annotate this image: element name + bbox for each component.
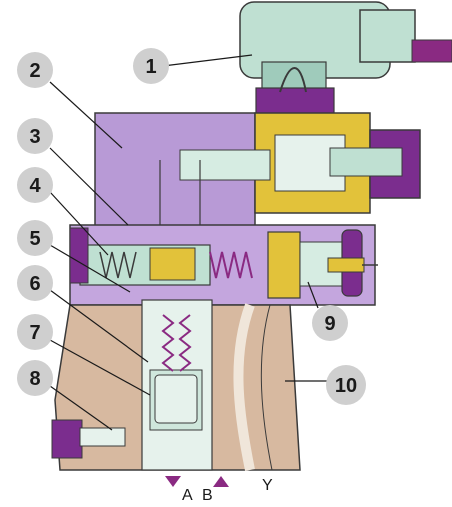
leader-lines <box>49 54 330 431</box>
callout-9-label: 9 <box>324 313 335 335</box>
port-y-label: Y <box>262 477 273 494</box>
callout-7: 7 <box>17 314 53 350</box>
callout-5-label: 5 <box>29 228 40 250</box>
callout-8-label: 8 <box>29 368 40 390</box>
callout-2-label: 2 <box>29 60 40 82</box>
main-valve-body <box>51 299 301 471</box>
pilot-channel <box>159 160 201 225</box>
port-b-label: B <box>202 487 213 504</box>
callout-6-label: 6 <box>29 273 40 295</box>
pilot-cartridge <box>69 227 253 286</box>
port-triangle-icon <box>165 476 229 487</box>
callout-6: 6 <box>17 265 53 301</box>
callout-1-label: 1 <box>145 56 156 78</box>
callout-8: 8 <box>17 360 53 396</box>
callout-1: 1 <box>133 48 169 84</box>
port-a-label: A <box>182 487 193 504</box>
pressure-adjust-knob-icon <box>267 229 378 299</box>
callout-9: 9 <box>312 305 348 341</box>
connector-plug-icon <box>239 1 452 115</box>
callout-3-label: 3 <box>29 126 40 148</box>
callout-10-label: 10 <box>335 375 357 397</box>
callout-4-label: 4 <box>29 175 41 197</box>
callout-3: 3 <box>17 118 53 154</box>
callout-2: 2 <box>17 52 53 88</box>
callout-5: 5 <box>17 220 53 256</box>
callout-10: 10 <box>326 365 366 405</box>
spring-icon <box>161 314 192 372</box>
callout-4: 4 <box>17 167 53 203</box>
solenoid-coil-icon <box>179 112 421 214</box>
callout-7-label: 7 <box>29 322 40 344</box>
